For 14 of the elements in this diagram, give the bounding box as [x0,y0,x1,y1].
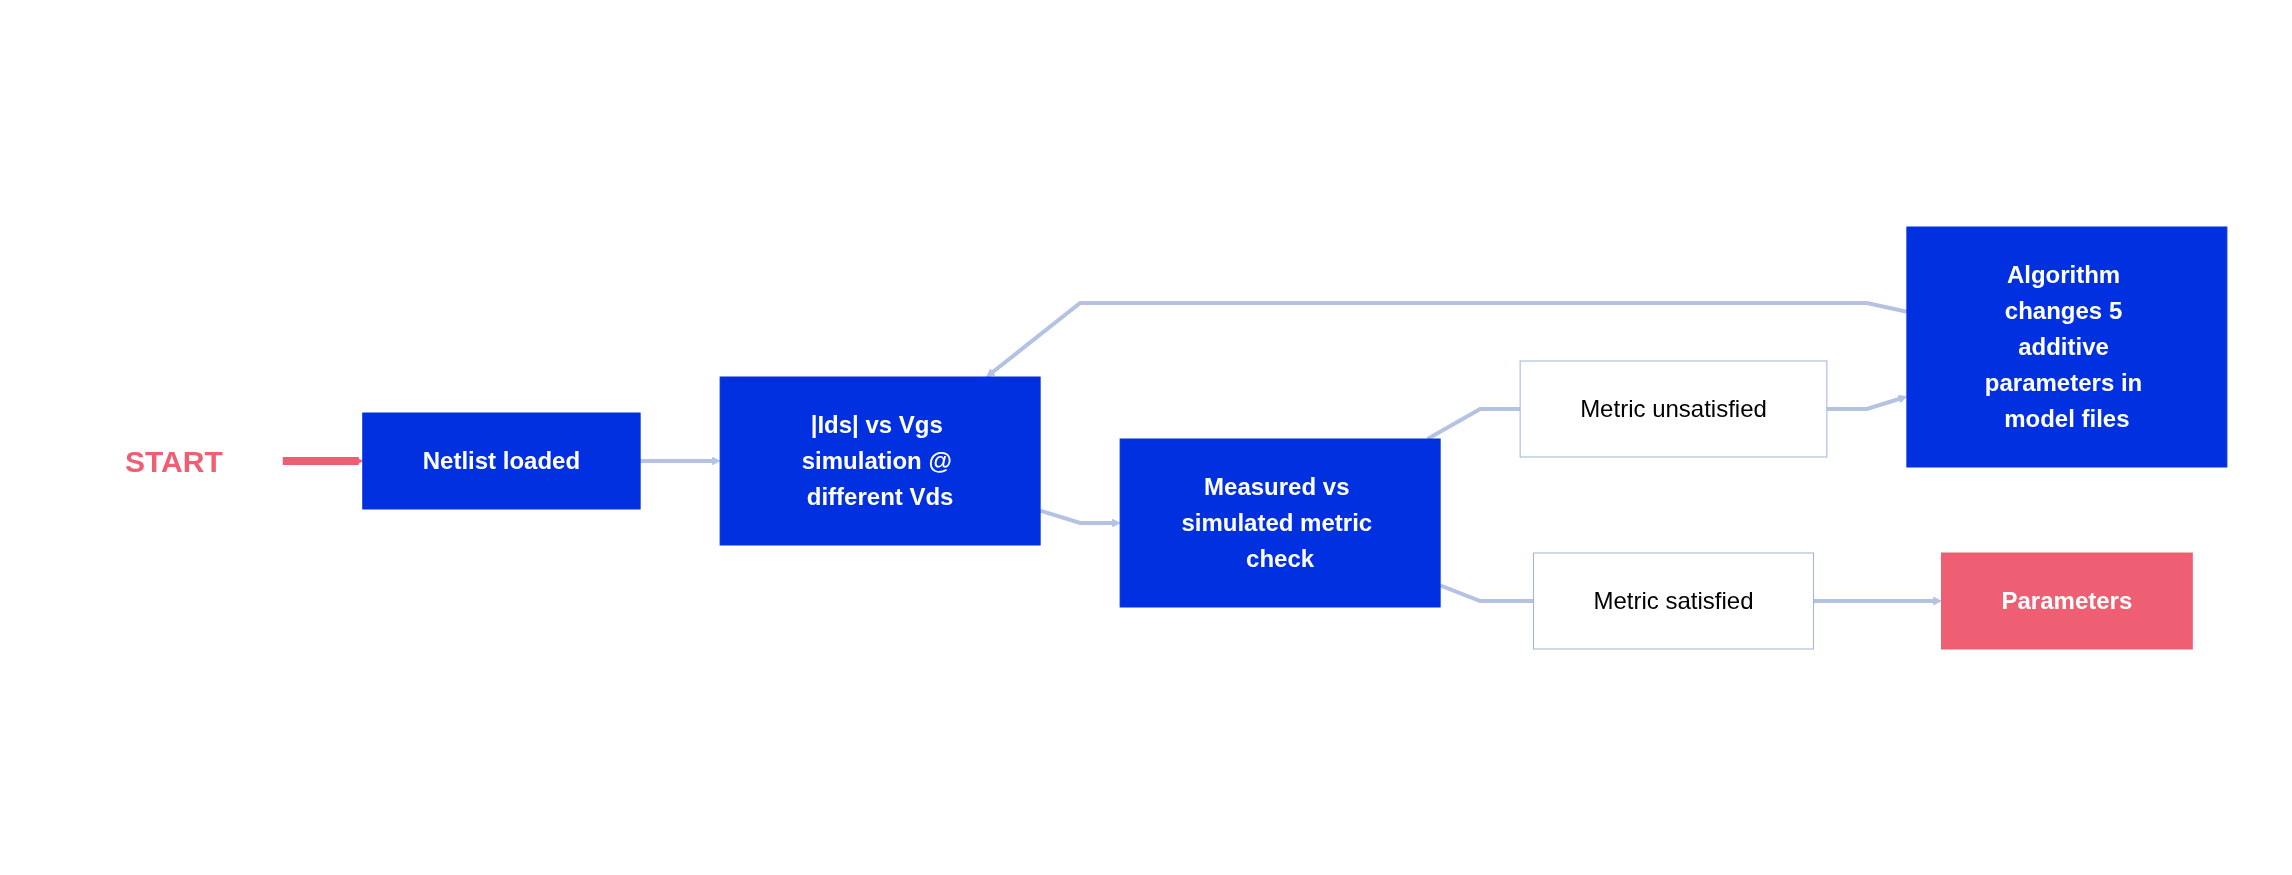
node-box: Algorithm changes 5 additive parameters in model files [1906,226,2228,467]
node-box: Parameters [1941,552,2193,649]
connector [1439,583,1534,603]
node-box: |Ids| vs Vgs simulation @ different Vds [719,376,1041,545]
node-box: Metric satisfied [1533,552,1815,649]
arrow [1826,394,1908,411]
arrow [640,456,721,465]
arrow [1813,596,1942,605]
node-box: Metric unsatisfied [1519,360,1828,457]
node-box: Measured vs simulated metric check [1119,438,1441,607]
arrow [1039,508,1121,527]
node-box: Netlist loaded [362,412,641,509]
node-text: START [125,444,223,477]
arrow [986,300,1908,377]
